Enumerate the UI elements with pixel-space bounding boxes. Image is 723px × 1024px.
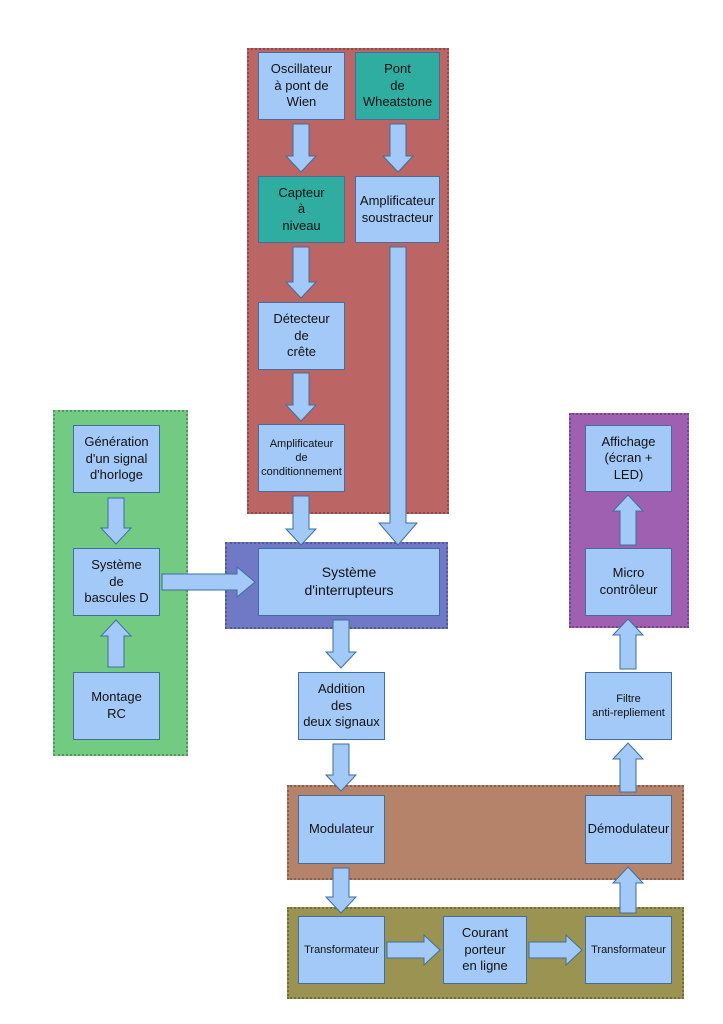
antialias-filter-block: Filtre anti-repliement	[585, 672, 672, 740]
arrow-demod-to-filter	[611, 742, 645, 793]
arrow-wheat-to-sub	[381, 123, 415, 173]
demodulator-block: Démodulateur	[585, 795, 672, 864]
switch-system-block: Système d'interrupteurs	[258, 548, 440, 616]
power-line-carrier-block: Courant porteur en ligne	[443, 916, 527, 984]
arrow-filter-to-micro	[611, 618, 645, 670]
d-flipflops-block: Système de bascules D	[73, 548, 160, 616]
microcontroller-block: Micro contrôleur	[585, 548, 672, 616]
transformer-right-block: Transformateur	[585, 916, 672, 984]
clock-generation-block: Génération d'un signal d'horloge	[73, 425, 160, 493]
subtractor-amplifier-block: Amplificateur soustracteur	[355, 176, 440, 243]
peak-detector-block: Détecteur de crête	[258, 302, 345, 370]
arrow-switch-to-add	[324, 619, 358, 669]
arrow-clock-to-dff	[99, 497, 133, 545]
arrow-tr1-to-cpl	[386, 933, 441, 967]
arrow-wien-to-level	[284, 123, 318, 173]
arrow-peak-to-cond	[284, 372, 318, 422]
arrow-micro-to-display	[611, 494, 645, 546]
arrow-tr2-to-demod	[611, 866, 645, 914]
conditioning-amplifier-block: Amplificateur de conditionnement	[258, 424, 345, 492]
arrow-cpl-to-tr2	[528, 933, 583, 967]
display-block: Affichage (écran + LED)	[585, 425, 672, 492]
arrow-level-to-peak	[284, 246, 318, 299]
arrow-cond-to-switch	[284, 495, 318, 546]
wheatstone-bridge-block: Pont de Wheatstone	[355, 52, 440, 120]
arrow-dff-to-switch	[161, 565, 256, 599]
arrow-mod-to-tr1	[324, 867, 358, 914]
arrow-add-to-mod	[324, 743, 358, 792]
rc-circuit-block: Montage RC	[73, 672, 160, 740]
arrow-sub-to-switch	[377, 246, 419, 546]
signal-addition-block: Addition des deux signaux	[298, 672, 385, 740]
arrow-rc-to-dff	[99, 619, 133, 668]
modulator-block: Modulateur	[298, 795, 385, 864]
wien-oscillator-block: Oscillateur à pont de Wien	[258, 52, 345, 120]
level-sensor-block: Capteur à niveau	[258, 176, 345, 243]
transformer-left-block: Transformateur	[298, 916, 385, 984]
